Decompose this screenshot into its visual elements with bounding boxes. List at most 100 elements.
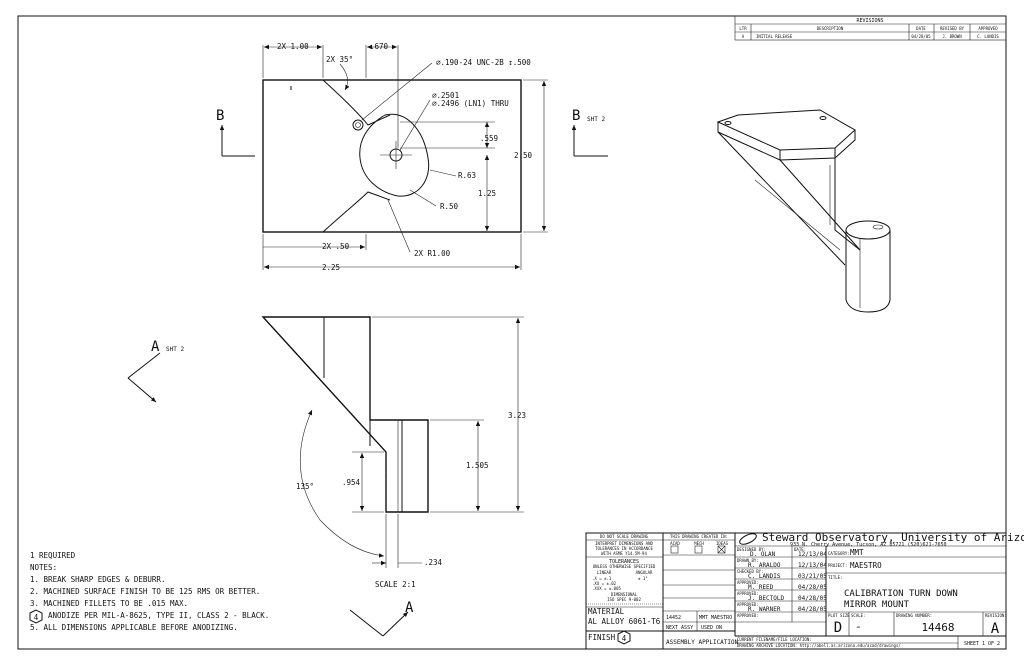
- dim-2x-1: 2X 1.00: [277, 42, 309, 51]
- plot-size-label: PLOT SIZE: [828, 613, 850, 618]
- callout-r50: R.50: [440, 202, 459, 211]
- isometric-view: [716, 109, 891, 313]
- next-assy-label: NEXT ASSY: [666, 625, 693, 631]
- next-assy-value: MMT MAESTRO: [699, 615, 732, 621]
- section-b-sheet-ref: SHT 2: [587, 116, 605, 123]
- cad-acad: ACAD: [670, 541, 680, 546]
- signoff-3-date: 03/21/05: [798, 573, 827, 580]
- category-value: MMT: [850, 548, 864, 557]
- interpret-2: TOLERANCES IN ACCORDANCE: [595, 546, 653, 551]
- dim-width-250: 2.50: [514, 151, 533, 160]
- section-a-top: A: [151, 339, 160, 355]
- rev-header-description: DESCRIPTION: [817, 26, 844, 31]
- signoff-5-label: APPROVED:: [737, 591, 759, 596]
- dim-angle-35: 2X 35°: [326, 55, 353, 64]
- notes-qty: 1 REQUIRED: [30, 551, 76, 560]
- title-line-1: CALIBRATION TURN DOWN: [844, 589, 958, 599]
- note-3: 3. MACHINED FILLETS TO BE .015 MAX.: [30, 599, 188, 608]
- drawing-number-label: DRAWING NUMBER:: [896, 613, 932, 618]
- sheet-number: SHEET 1 OF 2: [964, 641, 1000, 647]
- signoff-1-name: D. OLAN: [750, 551, 776, 558]
- cad-mech: MECH: [694, 541, 704, 546]
- cad-mech-checkbox: [694, 545, 703, 554]
- note-2: 2. MACHINED SURFACE FINISH TO BE 125 RMS…: [30, 587, 260, 596]
- rev-row-ltr: A: [742, 34, 745, 39]
- callout-bore-1: ⌀.2501: [432, 91, 459, 100]
- signoff-1-date: 12/13/04: [798, 551, 827, 558]
- rev-header-approved: APPROVED: [978, 26, 998, 31]
- revision-label: REVISION:: [985, 613, 1007, 618]
- notes-block: 1 REQUIRED NOTES: 1. BREAK SHARP EDGES &…: [29, 551, 269, 632]
- dim-670: .670: [370, 42, 389, 51]
- tol-linear: LINEAR: [597, 570, 612, 575]
- dim-height-323: 3.23: [508, 411, 526, 420]
- org-address: 933 N. Cherry Avenue, Tucson, AZ 85721 (…: [790, 542, 947, 548]
- revision-value: A: [991, 621, 1000, 637]
- section-a-bottom: A: [405, 600, 414, 616]
- front-view: 3.23 1.505 .954 135° .234 SCALE 2:1 A SH…: [127, 316, 526, 637]
- do-not-scale: DO NOT SCALE DRAWING: [600, 534, 649, 539]
- tol-angular: ANGULAR: [636, 570, 653, 575]
- signoff-4-date: 04/28/05: [798, 584, 827, 591]
- project-label: PROJECT:: [828, 563, 847, 568]
- top-view: 2X 1.00 .670 2X 35° ⌀.190-24 UNC-2B ↧.50…: [216, 42, 608, 272]
- rev-row-description: INITIAL RELEASE: [756, 34, 793, 39]
- category-label: CATEGORY:: [828, 551, 850, 556]
- rev-row-revised-by: J. BROWN: [942, 34, 962, 39]
- archive-location: DRAWING ARCHIVE LOCATION: http://abell.a…: [737, 643, 901, 648]
- note-4: ANODIZE PER MIL-A-8625, TYPE II, CLASS 2…: [48, 611, 269, 620]
- tol-linear-3: .XXX = ±.005: [592, 586, 621, 591]
- rev-row-date: 04/28/05: [911, 34, 931, 39]
- observatory-logo: [739, 533, 757, 545]
- interpret-3: WITH ASME Y14.5M-94: [601, 551, 647, 556]
- tol-linear-1: .X = ±.1: [592, 576, 612, 581]
- scale-value: -: [855, 620, 862, 633]
- finish-flag-number: 4: [622, 634, 627, 643]
- callout-r63: R.63: [458, 171, 476, 180]
- section-b-left: B: [216, 108, 224, 124]
- iso-spec: ISO SPEC 9-002: [607, 597, 641, 602]
- dimensional-label: DIMENSIONAL: [611, 592, 638, 597]
- rev-row-approved: C. LANDIS: [977, 34, 999, 39]
- notes-heading: NOTES:: [30, 563, 57, 572]
- note-1: 1. BREAK SHARP EDGES & DEBURR.: [30, 575, 165, 584]
- tol-angular-val: ± 1°: [638, 576, 648, 581]
- dim-125: 1.25: [478, 189, 496, 198]
- title-block: DO NOT SCALE DRAWING INTERPRET DIMENSION…: [585, 531, 1024, 650]
- note-4-number: 4: [34, 613, 39, 622]
- material-value: AL ALLOY 6061-T6: [588, 617, 661, 626]
- date-label: DATE:: [794, 547, 806, 552]
- revisions-title: REVISIONS: [856, 18, 883, 24]
- title-label: TITLE:: [828, 575, 842, 580]
- rev-header-ltr: LTR: [739, 26, 747, 31]
- dim-954: .954: [342, 478, 361, 487]
- sheet-border: [17, 15, 1007, 650]
- finish-flag: [617, 630, 631, 645]
- clearance-cutout: [359, 113, 430, 197]
- rev-header-date: DATE: [916, 26, 926, 31]
- cad-acad-checkbox: [670, 545, 679, 554]
- note-4-flag: [29, 609, 43, 624]
- created-in: THIS DRAWING CREATED IN:: [670, 534, 728, 539]
- signoff-5-name: J. BECTOLD: [748, 595, 785, 602]
- used-on-label: USED ON: [701, 625, 722, 631]
- tolerances-heading: TOLERANCES: [609, 559, 639, 565]
- signoff-4-label: APPROVED:: [737, 580, 759, 585]
- current-filename: CURRENT FILENAME/FILE LOCATION:: [737, 637, 812, 642]
- project-value: MAESTRO: [850, 561, 882, 570]
- dim-angle-135: 135°: [296, 482, 314, 491]
- signoff-2-date: 12/13/04: [798, 562, 827, 569]
- revisions-table: REVISIONS LTR DESCRIPTION DATE REVISED B…: [734, 15, 1007, 41]
- plot-size-value: D: [834, 620, 842, 636]
- org-name: Steward Observatory, University of Arizo…: [762, 531, 1024, 544]
- top-view-outline: [262, 79, 522, 233]
- signoff-5-date: 04/28/05: [798, 595, 827, 602]
- title-line-2: MIRROR MOUNT: [844, 600, 910, 610]
- dim-234: .234: [424, 558, 443, 567]
- finish-label: FINISH: [588, 633, 616, 642]
- signoff-6-date: 04/28/05: [798, 606, 827, 613]
- signoff-3-name: C. LANDIS: [748, 573, 781, 580]
- material-label: MATERIAL: [588, 607, 625, 616]
